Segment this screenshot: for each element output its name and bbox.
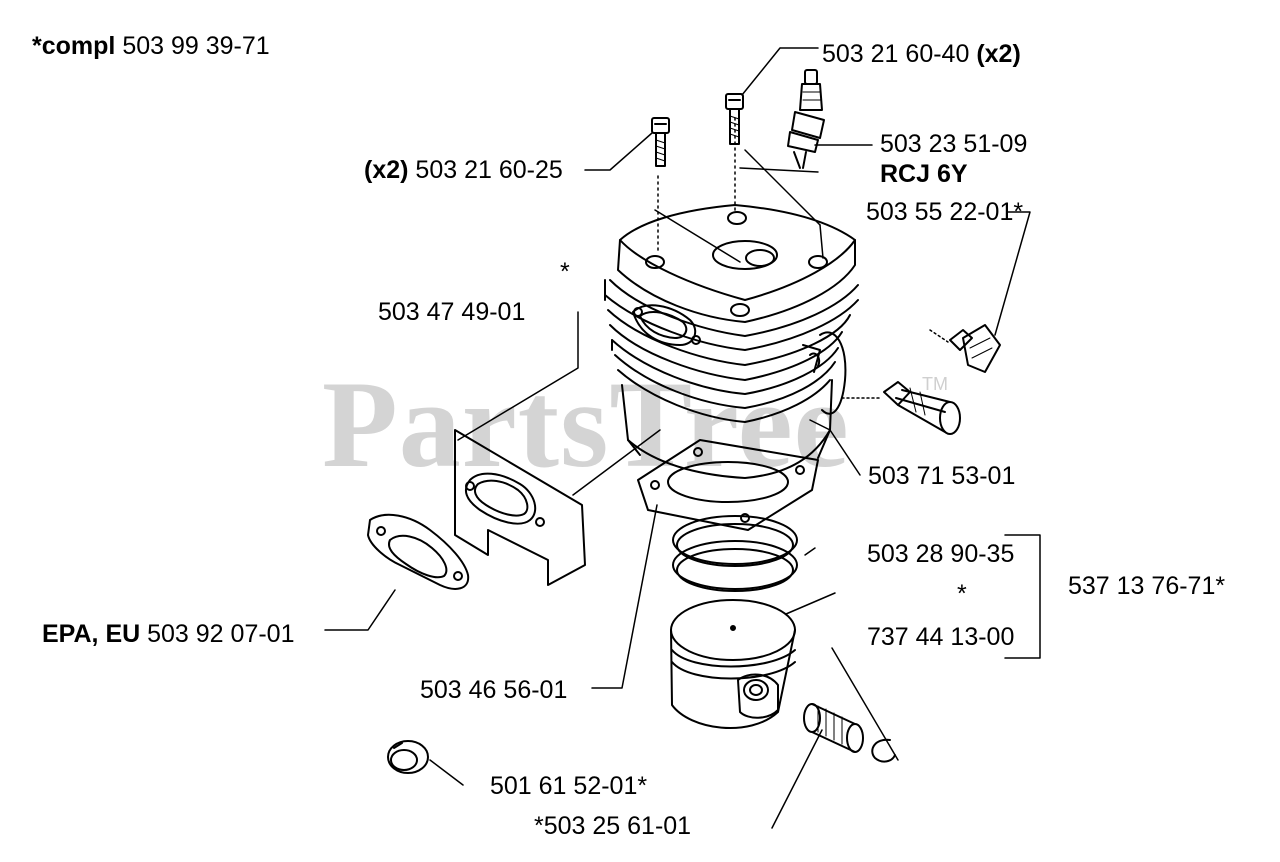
screw-top-label: 503 21 60-40 (x2) (822, 40, 1021, 68)
piston-ring-label-2: 737 44 13-00 (867, 623, 1015, 651)
circlip-drawing (872, 740, 895, 762)
trademark-mark: TM (922, 374, 948, 394)
asterisk-mark: * (560, 258, 570, 286)
fitting-drawing (884, 382, 960, 434)
piston-ring-label-1: 503 28 90-35 (867, 540, 1015, 568)
spark-plug-drawing (788, 70, 824, 168)
plug-cap-label: 501 61 52-01* (490, 772, 648, 800)
fitting-label: 503 71 53-01 (868, 462, 1016, 490)
decompression-valve-drawing (950, 325, 1000, 372)
screw-top-number: 503 21 60-40 (822, 40, 970, 68)
base-gasket-drawing (638, 440, 818, 530)
plug-cap-drawing (388, 741, 428, 773)
gasket-plate-drawing (455, 430, 585, 585)
needle-bearing-label: *503 25 61-01 (534, 812, 692, 840)
muffler-gasket-drawing (368, 515, 468, 589)
compl-number: 503 99 39-71 (122, 32, 270, 60)
muffler-gasket-label: EPA, EU 503 92 07-01 (42, 620, 294, 648)
cylinder-drawing (605, 205, 858, 478)
screw-left-label: (x2) 503 21 60-25 (364, 156, 563, 184)
screw-top-qty: (x2) (976, 40, 1021, 68)
muffler-prefix: EPA, EU (42, 620, 141, 648)
needle-bearing-drawing (804, 704, 863, 752)
screw-top-drawing (726, 94, 743, 144)
kit-asterisk: * (957, 580, 967, 608)
piston-drawing (671, 600, 795, 728)
decompression-valve-label: 503 55 22-01* (866, 198, 1024, 226)
compl-prefix: *compl (32, 32, 116, 60)
muffler-gasket-number: 503 92 07-01 (147, 620, 295, 648)
piston-rings-drawing (673, 516, 797, 591)
screw-left-qty: (x2) (364, 156, 409, 184)
leader-lines (325, 48, 1040, 828)
screw-left-number: 503 21 60-25 (415, 156, 563, 184)
partstree-watermark: PartsTree (322, 356, 850, 493)
gasket-plate-label: 503 47 49-01 (378, 298, 526, 326)
screw-left-drawing (652, 118, 669, 166)
spark-plug-number: 503 23 51-09 (880, 130, 1028, 158)
complete-assembly-label: *compl 503 99 39-71 (32, 32, 270, 60)
base-gasket-label: 503 46 56-01 (420, 676, 568, 704)
piston-kit-label: 537 13 76-71* (1068, 572, 1226, 600)
spark-plug-type: RCJ 6Y (880, 160, 968, 188)
